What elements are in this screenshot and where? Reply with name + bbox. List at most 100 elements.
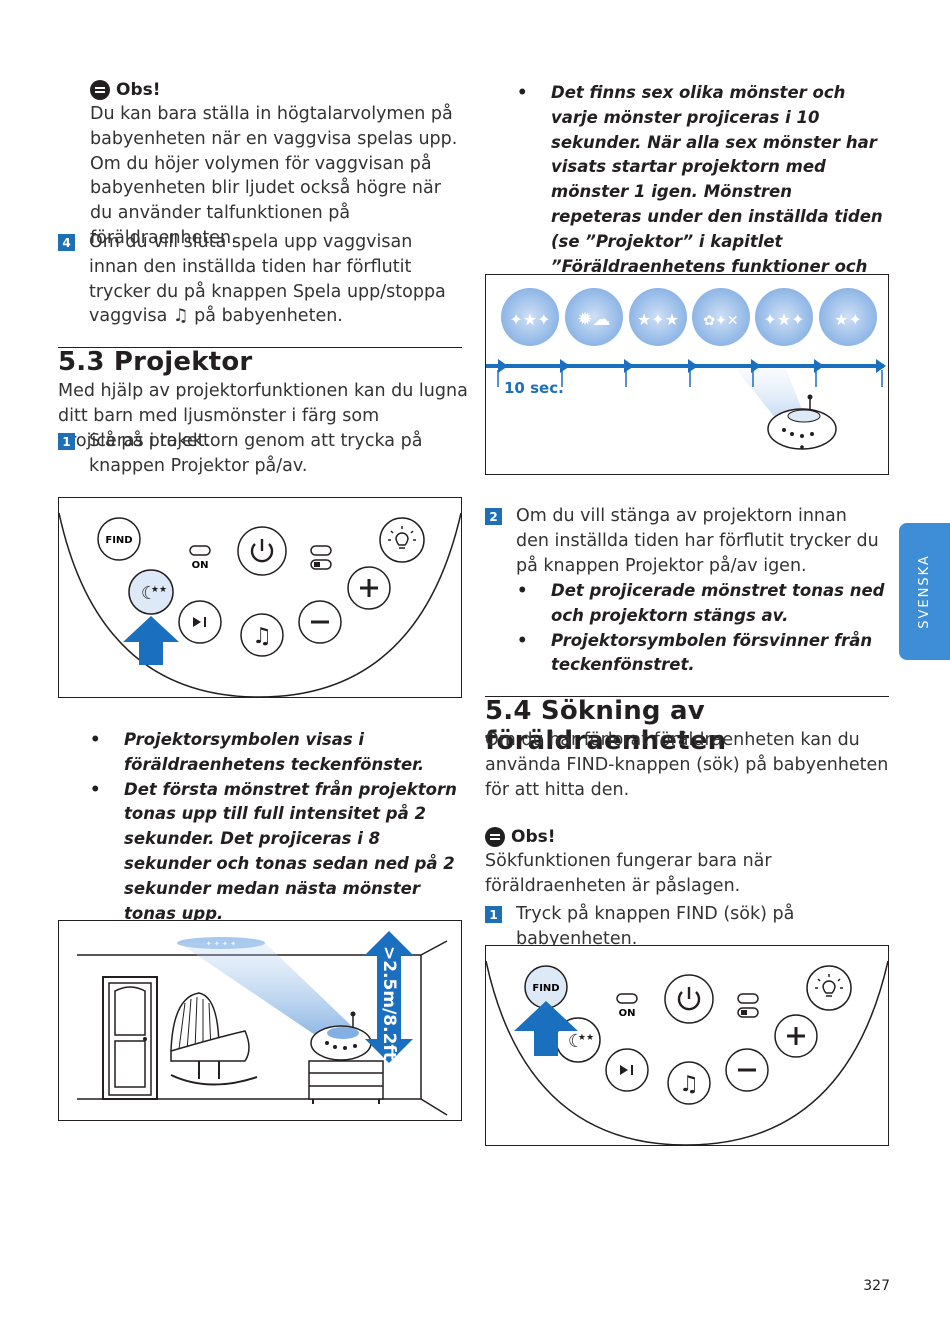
bullet-item: •Det första mönstret från projektorn ton… [90, 778, 460, 927]
note-text: Sökfunktionen fungerar bara när föräldra… [485, 851, 772, 896]
svg-text:♫: ♫ [679, 1072, 699, 1097]
page-number: 327 [863, 1278, 890, 1294]
nursery-figure: ✦ ✦ ✦ ✦ [58, 920, 462, 1121]
section-intro: Om du har förlorat föräldraenheten kan d… [485, 730, 889, 800]
nursery-illustration: ✦ ✦ ✦ ✦ [77, 931, 448, 1116]
bullet-item: •Det projicerade mönstret tonas ned och … [517, 579, 887, 629]
power-button [237, 526, 287, 576]
svg-text:✿✦✕: ✿✦✕ [703, 313, 738, 329]
pointer-arrow-icon [123, 616, 179, 665]
note-heading: Obs! [485, 827, 890, 847]
bullet-text: Projektorsymbolen försvinner från tecken… [551, 630, 873, 675]
svg-text:★✦★: ★✦★ [637, 310, 679, 329]
projector-button: ☾ ★★ [128, 569, 174, 615]
on-label: ON [619, 1008, 636, 1019]
lullaby-button: ♫ [667, 1061, 711, 1105]
timeline-arrows [486, 359, 886, 387]
section-heading-5-3: 5.3 Projektor [58, 347, 253, 377]
pattern-timeline-figure: ✦★✦ ✹☁ ★✦★ ✿✦✕ ✦★✦ ★✦ 10 sec. [485, 274, 889, 475]
height-label: >2.5m/8.2ft [379, 946, 399, 1060]
section-divider [485, 696, 889, 697]
timeline-illustration: ✦★✦ ✹☁ ★✦★ ✿✦✕ ✦★✦ ★✦ 10 sec. [486, 288, 886, 450]
bullet-text: Det finns sex olika mönster och varje mö… [551, 83, 883, 300]
bullet-item: •Projektorsymbolen visas i föräldraenhet… [90, 728, 460, 778]
light-button [379, 517, 425, 563]
control-panel-illustration: FIND ON ☾ ★★ [58, 512, 462, 698]
section-divider [58, 347, 462, 348]
find-label: FIND [532, 983, 559, 994]
note-heading: Obs! [90, 80, 460, 100]
pattern-1 [501, 288, 559, 346]
note-icon [485, 827, 505, 847]
pointer-arrow-icon [514, 1001, 578, 1056]
pattern-4 [692, 288, 750, 346]
step-text: Slå på projektorn genom att trycka på kn… [89, 431, 423, 476]
find-label: FIND [105, 535, 132, 546]
baby-unit-icon [310, 1011, 372, 1061]
cradle-icon [170, 992, 258, 1086]
baby-unit-icon [767, 394, 837, 450]
bullet-text: Det första mönstret från projektorn tona… [124, 779, 457, 923]
svg-text:✹☁: ✹☁ [577, 309, 610, 330]
svg-text:☾: ☾ [568, 1031, 584, 1052]
bullet-text: Projektorsymbolen visas i föräldraenhete… [124, 730, 425, 774]
height-arrow-icon [365, 931, 413, 1063]
battery-indicator [310, 545, 332, 556]
step-number: 2 [485, 508, 502, 525]
play-pause-button [605, 1048, 649, 1092]
play-pause-button [178, 600, 222, 644]
svg-text:♫: ♫ [252, 624, 272, 649]
door-icon [102, 976, 158, 1100]
pattern-3 [629, 288, 687, 346]
svg-text:★★: ★★ [151, 585, 167, 595]
light-button [806, 965, 852, 1011]
note-text: Du kan bara ställa in högtalarvolymen på… [90, 104, 458, 248]
step-number: 4 [58, 234, 75, 251]
section-intro: Med hjälp av projektorfunktionen kan du … [58, 381, 468, 451]
svg-text:☾: ☾ [141, 583, 157, 604]
step-number: 1 [485, 906, 502, 923]
on-label: ON [192, 560, 209, 571]
volume-up-button [774, 1014, 818, 1058]
projector-bullets: •Projektorsymbolen visas i föräldraenhet… [90, 728, 460, 926]
on-indicator [189, 545, 211, 556]
note-title: Obs! [511, 827, 556, 847]
power-button [664, 974, 714, 1024]
control-panel-illustration: FIND ON ☾ ★★ [485, 960, 889, 1146]
step-2: 2 Om du vill stänga av projektorn innan … [485, 504, 885, 578]
pattern-6 [819, 288, 877, 346]
svg-text:✦★✦: ✦★✦ [763, 310, 804, 329]
note-icon [90, 80, 110, 100]
bullet-item: •Det finns sex olika mönster och varje m… [517, 81, 887, 304]
note-block: Obs! Sökfunktionen fungerar bara när för… [485, 827, 890, 899]
svg-text:★★: ★★ [578, 1033, 594, 1043]
light-beam [179, 943, 359, 1043]
bullet-item: •Projektorsymbolen försvinner från tecke… [517, 629, 887, 679]
step-1: 1 Slå på projektorn genom att trycka på … [58, 429, 458, 479]
language-tab-label: SVENSKA [917, 554, 932, 629]
pattern-circles: ✦★✦ ✹☁ ★✦★ ✿✦✕ ✦★✦ ★✦ [501, 288, 877, 346]
pattern-2 [565, 288, 623, 346]
step-text: Tryck på knappen FIND (sök) på babyenhet… [516, 904, 795, 949]
find-button: FIND [97, 517, 141, 561]
section-heading-5-4: 5.4 Sökning av föräldraenheten [485, 696, 727, 756]
battery-indicator [737, 993, 759, 1004]
step-text: Om du vill sluta spela upp vaggvisan inn… [89, 232, 446, 327]
lullaby-button: ♫ [240, 613, 284, 657]
step-4: 4 Om du vill sluta spela upp vaggvisan i… [58, 230, 458, 329]
on-indicator [616, 993, 638, 1004]
step-text: Om du vill stänga av projektorn innan de… [516, 506, 879, 576]
step-number: 1 [58, 433, 75, 450]
svg-text:★✦: ★✦ [834, 310, 862, 329]
volume-up-button [347, 566, 391, 610]
volume-down-button [725, 1048, 769, 1092]
pattern-bullet: •Det finns sex olika mönster och varje m… [517, 81, 887, 304]
volume-down-button [298, 600, 342, 644]
bullet-text: Det projicerade mönstret tonas ned och p… [551, 581, 885, 625]
step-1-find: 1 Tryck på knappen FIND (sök) på babyenh… [485, 902, 890, 952]
svg-text:✦★✦: ✦★✦ [509, 310, 550, 329]
language-tab[interactable]: SVENSKA [899, 523, 950, 660]
note-title: Obs! [116, 80, 161, 100]
control-panel-figure-find: FIND ON ☾ ★★ [485, 945, 889, 1146]
interval-label: 10 sec. [504, 379, 564, 397]
